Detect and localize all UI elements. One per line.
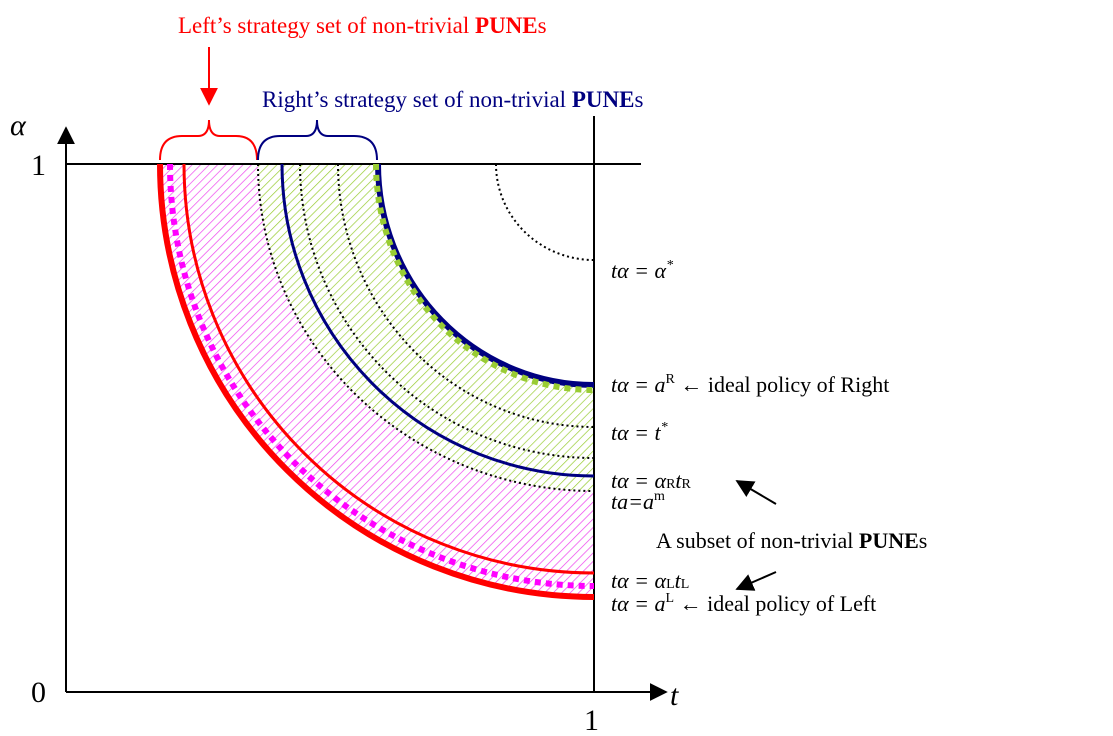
origin-label: 0 bbox=[31, 676, 46, 709]
subset-arrow-lower bbox=[735, 571, 777, 591]
right-title: Right’s strategy set of non-trivial PUNE… bbox=[262, 87, 643, 112]
curve-a-r bbox=[375, 163, 595, 388]
y-axis-symbol: α bbox=[10, 109, 27, 142]
right-brace bbox=[257, 119, 378, 161]
left-pune-region-inner bbox=[184, 164, 594, 573]
right-pune-region bbox=[258, 164, 594, 491]
curve-a-l-dotted bbox=[167, 163, 595, 589]
curve-a-r-dotted bbox=[373, 163, 595, 393]
curve-alpha-l-t-l bbox=[182, 163, 595, 575]
curve-a-l bbox=[157, 163, 595, 600]
label-subset-note: A subset of non-trivial PUNEs bbox=[656, 528, 927, 553]
curve-t-mid bbox=[299, 163, 595, 459]
label-alpha-l-t-l: tα = αLtL bbox=[611, 568, 689, 593]
subset-arrow-upper bbox=[735, 480, 777, 505]
curve-a-m bbox=[257, 163, 595, 492]
label-alpha-r-t-r: tα = αRtR bbox=[611, 468, 692, 493]
x-one-label: 1 bbox=[584, 704, 599, 736]
y-one-label: 1 bbox=[31, 149, 46, 182]
label-alpha-star: tα = α* bbox=[611, 258, 673, 283]
left-brace bbox=[159, 119, 258, 161]
curve-alpha-star bbox=[495, 163, 595, 261]
label-a-r: tα = aR ← ideal policy of Right bbox=[611, 372, 889, 397]
curve-alpha-r-t-r bbox=[280, 163, 595, 478]
label-t-star: tα = t* bbox=[611, 420, 668, 445]
label-a-l: tα = aL ← ideal policy of Left bbox=[611, 591, 876, 616]
x-axis-symbol: t bbox=[670, 679, 679, 712]
left-title: Left’s strategy set of non-trivial PUNEs bbox=[178, 13, 547, 38]
curve-t-star bbox=[337, 163, 595, 428]
label-a-m: ta=am bbox=[611, 489, 665, 514]
